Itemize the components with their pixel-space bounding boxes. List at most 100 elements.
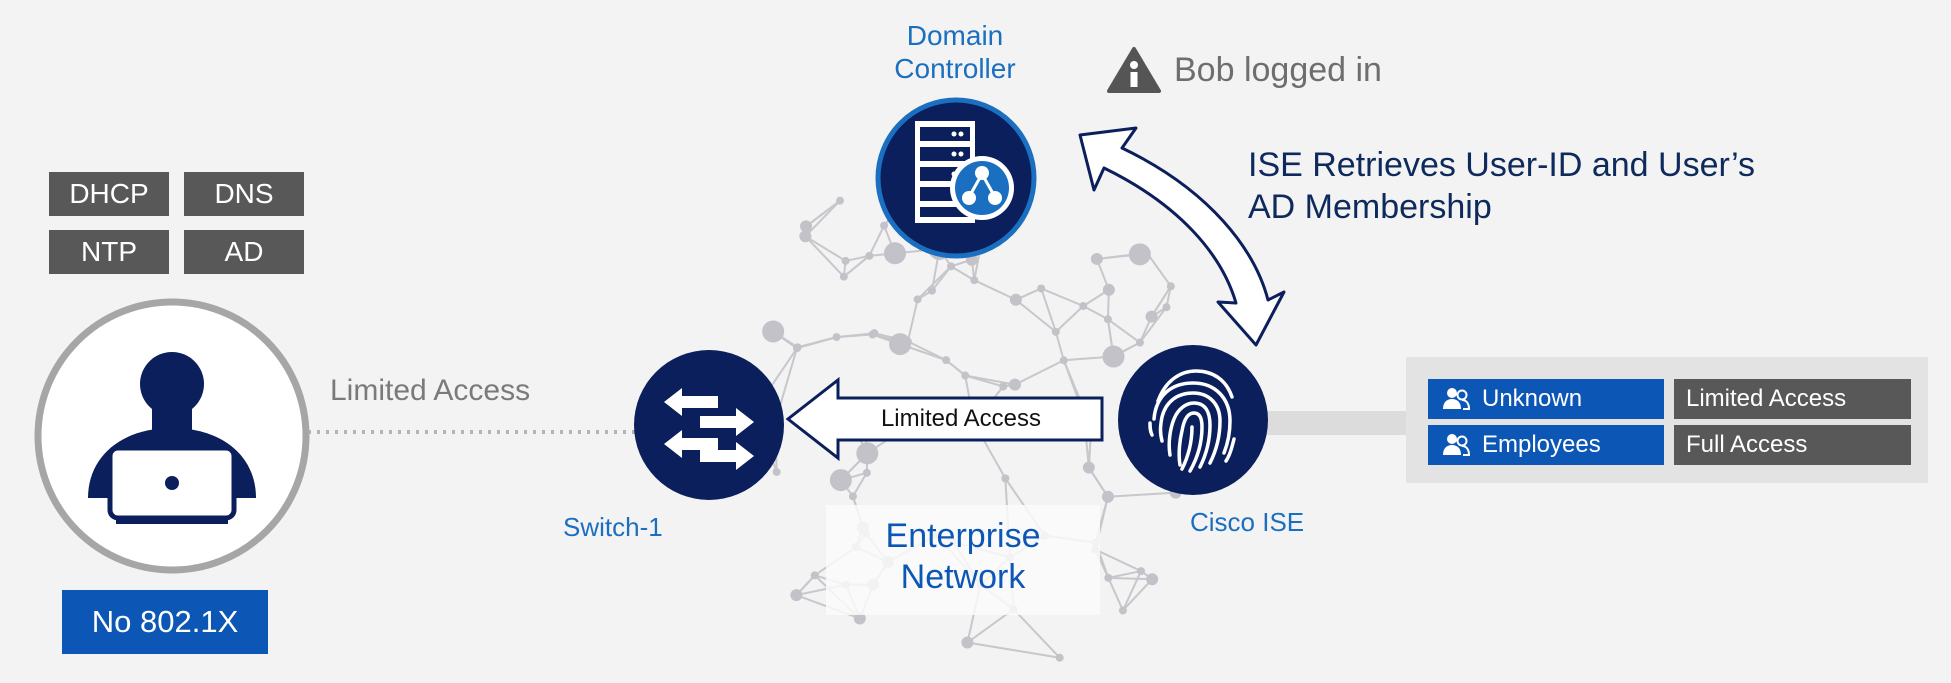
mesh-node	[790, 589, 803, 602]
mesh-node	[1059, 356, 1068, 365]
mesh-node	[961, 636, 974, 649]
mesh-node	[880, 221, 889, 230]
ise-to-switch-arrow	[785, 376, 1104, 462]
mesh-link	[1054, 331, 1065, 361]
mesh-node	[903, 337, 912, 346]
mesh-node	[1135, 338, 1144, 347]
mesh-node	[1037, 284, 1046, 293]
mesh-link	[805, 199, 841, 228]
policy-access-label: Limited Access	[1686, 385, 1847, 412]
policy-group-label: Unknown	[1482, 385, 1583, 412]
mesh-link	[1107, 577, 1124, 611]
mesh-link	[843, 255, 870, 278]
mesh-link	[1015, 298, 1057, 333]
service-label: NTP	[81, 236, 137, 267]
mesh-link	[845, 254, 870, 262]
mesh-link	[1082, 305, 1109, 321]
dc-label-line2: Controller	[894, 53, 1016, 84]
policy-group-label: Employees	[1482, 431, 1601, 458]
mesh-link	[945, 359, 966, 377]
mesh-node	[862, 468, 871, 477]
mesh-link	[1107, 491, 1176, 498]
notification-text: Bob logged in	[1174, 51, 1382, 89]
policy-group-employees: Employees	[1428, 425, 1664, 465]
mesh-node	[1079, 301, 1088, 310]
service-ad: AD	[184, 230, 304, 274]
service-dhcp: DHCP	[49, 172, 169, 216]
mesh-node	[883, 242, 906, 265]
mesh-node	[1008, 378, 1021, 391]
service-ntp: NTP	[49, 230, 169, 274]
dc-ise-double-arrow	[1078, 126, 1286, 347]
mesh-node	[848, 492, 857, 501]
mesh-node	[1118, 606, 1127, 615]
mesh-node	[839, 272, 848, 281]
mesh-node	[1166, 282, 1175, 291]
mesh-node	[829, 469, 852, 492]
mesh-node	[1103, 315, 1112, 324]
mesh-node	[1090, 252, 1103, 265]
service-label: DNS	[214, 178, 274, 209]
mesh-node	[970, 276, 979, 285]
mesh-node	[1104, 573, 1113, 582]
mesh-link	[852, 472, 868, 497]
no-8021x-badge: No 802.1X	[62, 590, 268, 654]
mesh-link	[804, 235, 847, 262]
endpoint-link-label: Limited Access	[330, 374, 531, 407]
mesh-link	[797, 336, 837, 349]
mesh-node	[793, 343, 802, 352]
mesh-link	[1108, 576, 1153, 581]
mesh-link	[804, 235, 845, 278]
mesh-node	[1101, 490, 1114, 503]
switch-label: Switch-1	[563, 512, 663, 542]
mesh-link	[1145, 251, 1172, 287]
mesh-node	[799, 230, 812, 243]
mesh-node	[832, 333, 841, 342]
mesh-node	[1137, 567, 1146, 576]
mesh-link	[1108, 570, 1142, 579]
mesh-node	[1128, 243, 1151, 266]
mesh-node	[1146, 573, 1159, 586]
ise-label: Cisco ISE	[1190, 507, 1305, 537]
mesh-node	[870, 329, 879, 338]
mesh-node	[999, 382, 1008, 391]
mesh-node	[841, 256, 850, 265]
mesh-node	[853, 612, 866, 625]
mesh-link	[1014, 359, 1065, 386]
mesh-link	[836, 332, 875, 339]
ise-retrieval-line1: ISE Retrieves User-ID and User’s	[1248, 146, 1756, 184]
service-dns: DNS	[184, 172, 304, 216]
mesh-node	[1082, 461, 1095, 474]
users-group-icon	[1443, 388, 1471, 410]
mesh-node	[772, 467, 781, 476]
info-triangle-icon	[1107, 47, 1161, 93]
switch-arrow-label: Limited Access	[880, 405, 1042, 432]
mesh-node	[800, 220, 813, 233]
mesh-link	[1055, 305, 1084, 333]
dc-label-line1: Domain	[906, 20, 1004, 51]
fingerprint-icon	[1118, 345, 1268, 495]
mesh-link	[967, 641, 1060, 659]
mesh-link	[1040, 287, 1084, 307]
mesh-link	[1122, 578, 1153, 612]
service-label: DHCP	[69, 178, 149, 209]
mesh-node	[865, 251, 874, 260]
mesh-node	[928, 286, 937, 295]
mesh-node	[856, 442, 879, 465]
service-label: AD	[224, 236, 264, 267]
policy-access-label: Full Access	[1686, 431, 1808, 458]
ise-to-policy-connector	[1265, 411, 1410, 435]
badge-label: No 802.1X	[91, 604, 239, 639]
ise-retrieval-line2: AD Membership	[1248, 188, 1492, 226]
user-laptop-icon	[34, 298, 310, 574]
mesh-link	[973, 279, 1017, 301]
policy-access-full: Full Access	[1674, 425, 1911, 465]
users-group-icon	[1443, 434, 1471, 456]
mesh-link	[906, 299, 919, 342]
mesh-link	[1012, 608, 1061, 659]
mesh-node	[1001, 474, 1010, 483]
mesh-node	[1055, 653, 1064, 662]
policy-access-limited: Limited Access	[1674, 379, 1911, 419]
